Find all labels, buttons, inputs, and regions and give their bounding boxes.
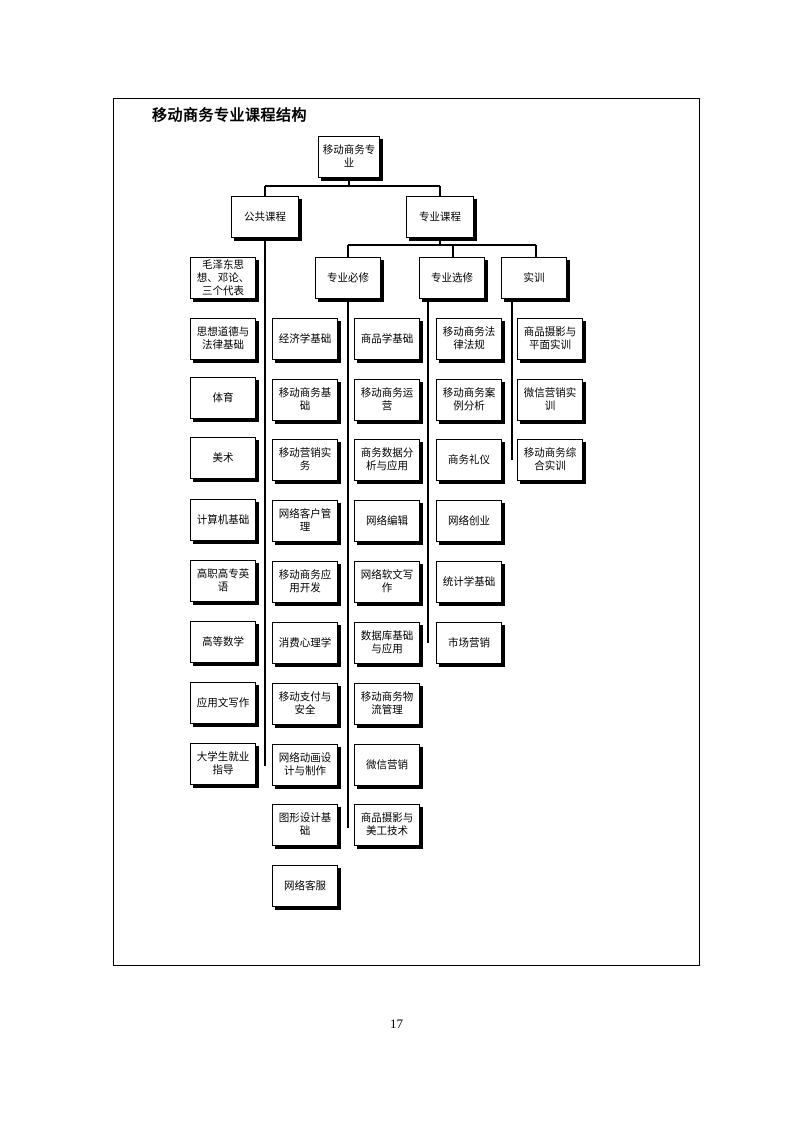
practice-course-item: 微信营销实训: [517, 379, 583, 421]
practice-courses-label: 实训: [523, 271, 545, 284]
required-course-item: 图形设计基础: [272, 804, 338, 846]
required-course-item: 商品学基础: [354, 318, 420, 360]
elective-course-item: 市场营销: [436, 622, 502, 664]
required-course-item: 移动商务物流管理: [354, 683, 420, 725]
required-course-item: 移动商务应用开发: [272, 561, 338, 603]
required-course-item: 移动支付与安全: [272, 683, 338, 725]
public-course-item: 计算机基础: [190, 499, 256, 541]
required-course-item: 移动商务运营: [354, 379, 420, 421]
required-course-item: 消费心理学: [272, 622, 338, 664]
required-courses-node: 专业必修: [315, 257, 381, 299]
required-course-item: 微信营销: [354, 744, 420, 786]
required-course-item: 网络软文写作: [354, 561, 420, 603]
required-course-item: 移动商务基础: [272, 379, 338, 421]
page-number: 17: [390, 1016, 403, 1031]
root-label: 移动商务专业: [322, 144, 376, 169]
practice-courses-node: 实训: [501, 257, 567, 299]
public-course-item: 高职高专英语: [190, 560, 256, 602]
required-course-item: 网络客户管理: [272, 500, 338, 542]
public-course-item: 美术: [190, 437, 256, 479]
required-course-item: 网络客服: [272, 865, 338, 907]
elective-courses-node: 专业选修: [419, 257, 485, 299]
public-course-item: 高等数学: [190, 621, 256, 663]
page-frame: [113, 98, 700, 966]
elective-course-item: 移动商务案例分析: [436, 379, 502, 421]
public-course-item: 思想道德与法律基础: [190, 318, 256, 360]
professional-courses-label: 专业课程: [419, 210, 461, 223]
required-course-item: 网络编辑: [354, 500, 420, 542]
required-course-item: 经济学基础: [272, 318, 338, 360]
elective-course-item: 统计学基础: [436, 561, 502, 603]
practice-course-item: 商品摄影与平面实训: [517, 318, 583, 360]
public-course-item: 应用文写作: [190, 682, 256, 724]
root-node: 移动商务专业: [318, 136, 380, 178]
public-course-item: 大学生就业指导: [190, 743, 256, 785]
required-courses-label: 专业必修: [327, 271, 369, 284]
public-courses-node: 公共课程: [231, 196, 299, 238]
required-course-item: 数据库基础与应用: [354, 622, 420, 664]
practice-course-item: 移动商务综合实训: [517, 439, 583, 481]
elective-course-item: 移动商务法律法规: [436, 318, 502, 360]
public-course-item: 体育: [190, 377, 256, 419]
page-title: 移动商务专业课程结构: [152, 106, 308, 124]
professional-courses-node: 专业课程: [406, 196, 474, 238]
elective-course-item: 网络创业: [436, 500, 502, 542]
required-course-item: 网络动画设计与制作: [272, 744, 338, 786]
required-course-item: 商务数据分析与应用: [354, 439, 420, 481]
public-courses-label: 公共课程: [244, 210, 286, 223]
public-course-item: 毛泽东思想、邓论、三个代表: [190, 257, 256, 299]
required-course-item: 移动营销实务: [272, 439, 338, 481]
elective-course-item: 商务礼仪: [436, 439, 502, 481]
elective-courses-label: 专业选修: [431, 271, 473, 284]
required-course-item: 商品摄影与美工技术: [354, 804, 420, 846]
